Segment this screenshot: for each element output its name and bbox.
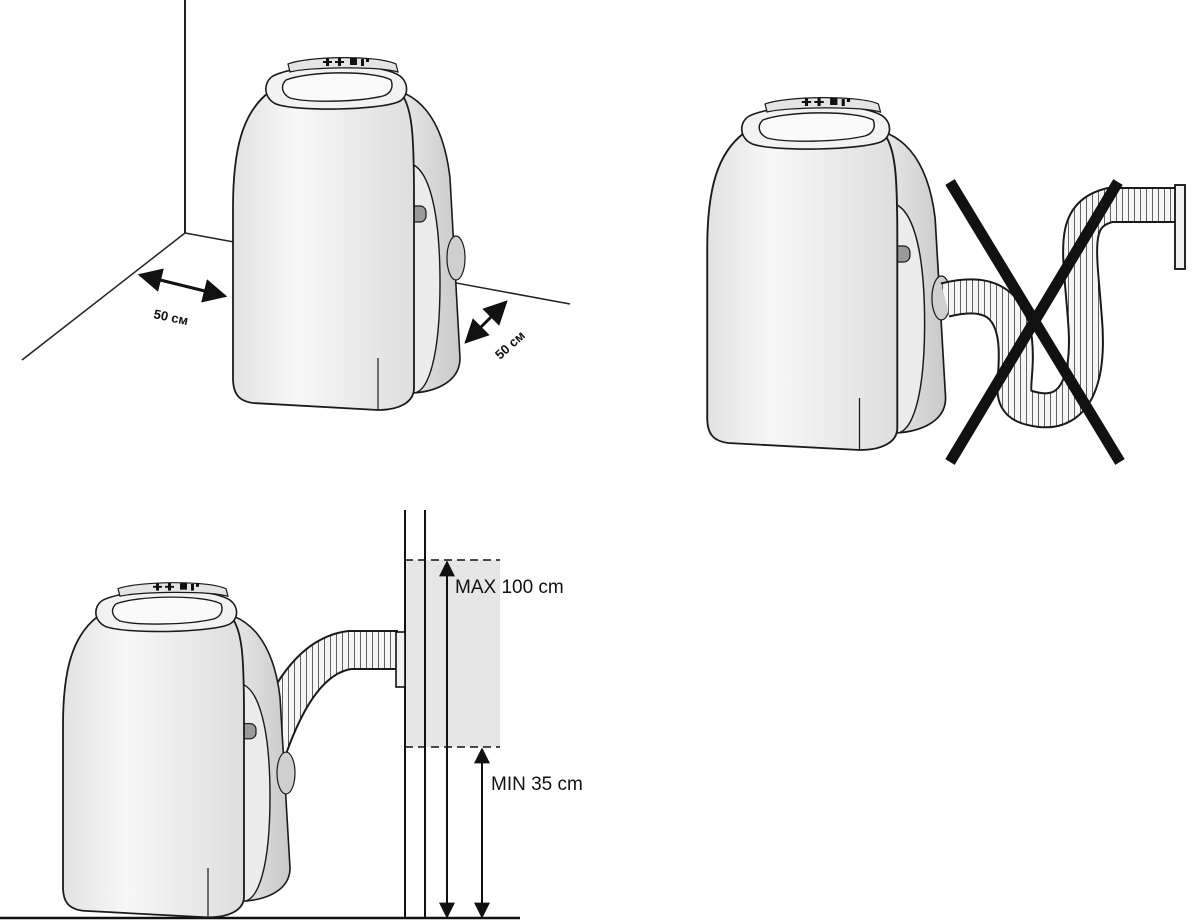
- air-conditioner-unit: [232, 56, 466, 411]
- air-conditioner-unit: [62, 581, 296, 919]
- prohibited-cross-icon: [945, 179, 1125, 465]
- floor-left-line: [21, 232, 186, 361]
- window-height-panel: MAX 100 cm MIN 35 cm: [0, 510, 583, 920]
- air-conditioner-unit: [706, 96, 952, 451]
- incorrect-hose-panel: [706, 96, 1186, 465]
- right-clearance-arrow: [464, 300, 508, 344]
- left-clearance-label: 50 см: [152, 306, 189, 328]
- max-height-label: MAX 100 cm: [455, 577, 564, 598]
- hose-end-adapter: [1174, 184, 1186, 270]
- clearance-panel: 50 см 50 см: [21, 0, 571, 411]
- window-adapter: [395, 631, 406, 688]
- right-clearance-label: 50 см: [492, 328, 528, 363]
- min-height-label: MIN 35 cm: [491, 774, 583, 795]
- left-clearance-arrow: [137, 268, 228, 303]
